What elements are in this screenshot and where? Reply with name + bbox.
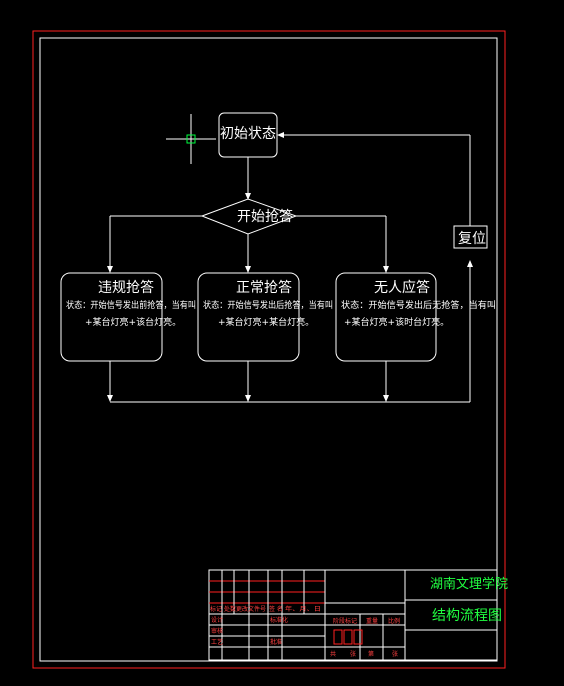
tb-label: 批准: [270, 638, 282, 646]
arrowhead-icon: [245, 193, 251, 200]
arrowhead-icon: [467, 260, 473, 267]
tb-label: 重量: [366, 617, 378, 625]
drawing-title: 结构流程图: [432, 608, 502, 624]
tb-label: 标记: [210, 605, 222, 613]
tb-label: 更改文件号: [236, 605, 266, 613]
case-desc: +某台灯亮+某台灯亮。: [218, 316, 314, 328]
title-block: [208, 569, 498, 661]
case-desc: +某台灯亮+该时台灯亮。: [344, 316, 449, 328]
tb-label: 处数: [224, 605, 236, 613]
reset-label: 复位: [458, 230, 486, 247]
case-title: 违规抢答: [98, 279, 154, 296]
inner-frame: [39, 37, 498, 662]
case-node-violation: [60, 272, 163, 362]
case-desc: 状态：开始信号发出后无抢答，当有叫: [341, 299, 496, 311]
tb-label: 第: [368, 650, 374, 658]
case-desc: +某台灯亮+该台灯亮。: [85, 316, 181, 328]
start-label: 初始状态: [220, 125, 276, 142]
tb-label: 张: [350, 650, 356, 658]
tb-label: 张: [392, 650, 398, 658]
case-desc: 状态：开始信号发出后抢答，当有叫: [203, 299, 333, 311]
tb-label: 标准化: [270, 616, 288, 624]
case-title: 无人应答: [374, 279, 430, 296]
arrowhead-icon: [107, 395, 113, 402]
arrowhead-icon: [277, 132, 284, 138]
tb-label: 比例: [388, 617, 400, 625]
tb-label: 阶段标记: [333, 617, 357, 625]
outer-frame: [32, 30, 506, 669]
tb-label: 设计: [211, 616, 223, 624]
tb-label: 审核: [211, 627, 223, 635]
decision-label: 开始抢答: [237, 208, 293, 225]
tb-label: 工艺: [211, 638, 223, 646]
school-name: 湖南文理学院: [430, 576, 508, 592]
arrowhead-icon: [383, 266, 389, 273]
arrowhead-icon: [245, 266, 251, 273]
crosshair-cursor-icon: [166, 114, 216, 164]
tb-label: 签 名: [269, 605, 283, 613]
arrowhead-icon: [107, 266, 113, 273]
tb-label: 共: [330, 650, 336, 658]
arrowhead-icon: [245, 395, 251, 402]
arrowhead-icon: [383, 395, 389, 402]
case-desc: 状态：开始信号发出前抢答，当有叫: [66, 299, 196, 311]
tb-label: 年、月、日: [285, 605, 321, 613]
case-title: 正常抢答: [236, 279, 292, 296]
